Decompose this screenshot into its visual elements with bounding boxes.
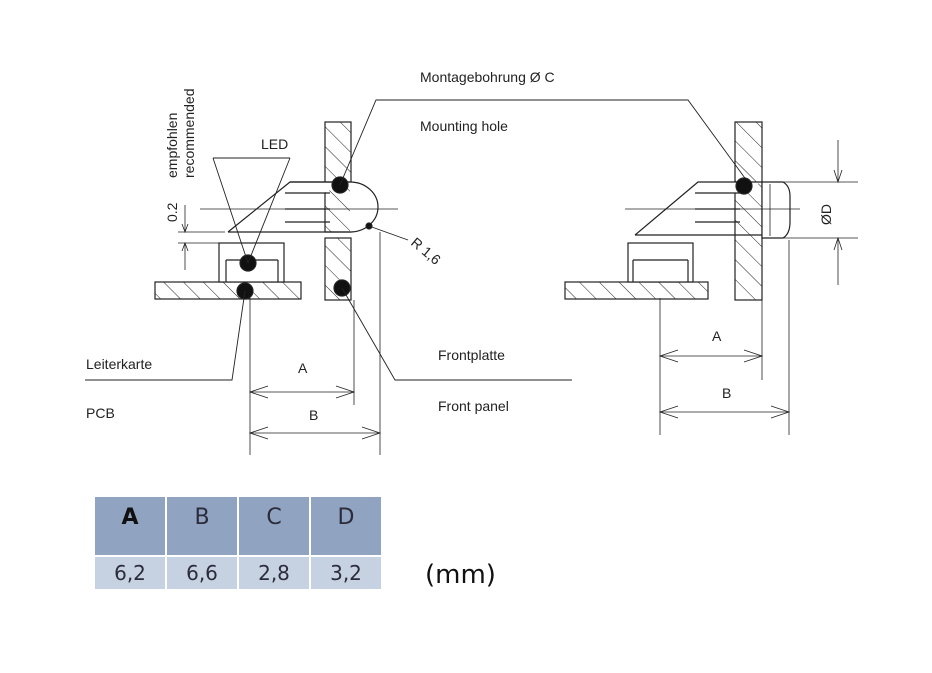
header-d: D bbox=[311, 497, 381, 555]
value-b: 6,6 bbox=[167, 555, 237, 589]
unit-label: (mm) bbox=[425, 560, 496, 590]
label-pcb: PCB bbox=[86, 405, 115, 421]
header-c: C bbox=[239, 497, 309, 555]
label-empfohlen: empfohlen bbox=[164, 113, 180, 178]
label-radius: R 1,6 bbox=[408, 234, 444, 268]
label-frontplatte: Frontplatte bbox=[438, 347, 505, 363]
table-value-row: 6,2 6,6 2,8 3,2 bbox=[95, 555, 381, 589]
contact-dot-6 bbox=[735, 177, 753, 195]
header-b: B bbox=[167, 497, 237, 555]
value-d: 3,2 bbox=[311, 555, 381, 589]
value-c: 2,8 bbox=[239, 555, 309, 589]
led-dome-left bbox=[349, 181, 379, 233]
dimension-table: A B C D 6,2 6,6 2,8 3,2 bbox=[93, 497, 383, 589]
dim-a-right: A bbox=[712, 328, 722, 344]
value-a: 6,2 bbox=[95, 555, 165, 589]
led-base-right bbox=[627, 242, 694, 283]
pcb-board-right bbox=[564, 281, 709, 300]
dim-b-left: B bbox=[309, 407, 318, 423]
dim-d-right: ØD bbox=[818, 204, 834, 225]
label-front-panel: Front panel bbox=[438, 398, 509, 414]
table-header-row: A B C D bbox=[95, 497, 381, 555]
pcb-board-left bbox=[154, 281, 302, 300]
dim-a-left: A bbox=[298, 360, 308, 376]
led-dome-right bbox=[761, 181, 791, 239]
label-recommended: recommended bbox=[181, 89, 197, 179]
label-led: LED bbox=[261, 136, 288, 152]
right-view bbox=[564, 121, 858, 435]
label-mounting-hole: Mounting hole bbox=[420, 118, 508, 134]
left-view bbox=[85, 99, 751, 455]
front-panel-right bbox=[734, 121, 763, 301]
label-montagebohrung: Montagebohrung Ø C bbox=[420, 69, 555, 85]
header-a: A bbox=[95, 497, 165, 555]
dim-b-right: B bbox=[722, 385, 731, 401]
label-leiterkarte: Leiterkarte bbox=[86, 356, 152, 372]
label-gap: 0.2 bbox=[164, 202, 180, 222]
